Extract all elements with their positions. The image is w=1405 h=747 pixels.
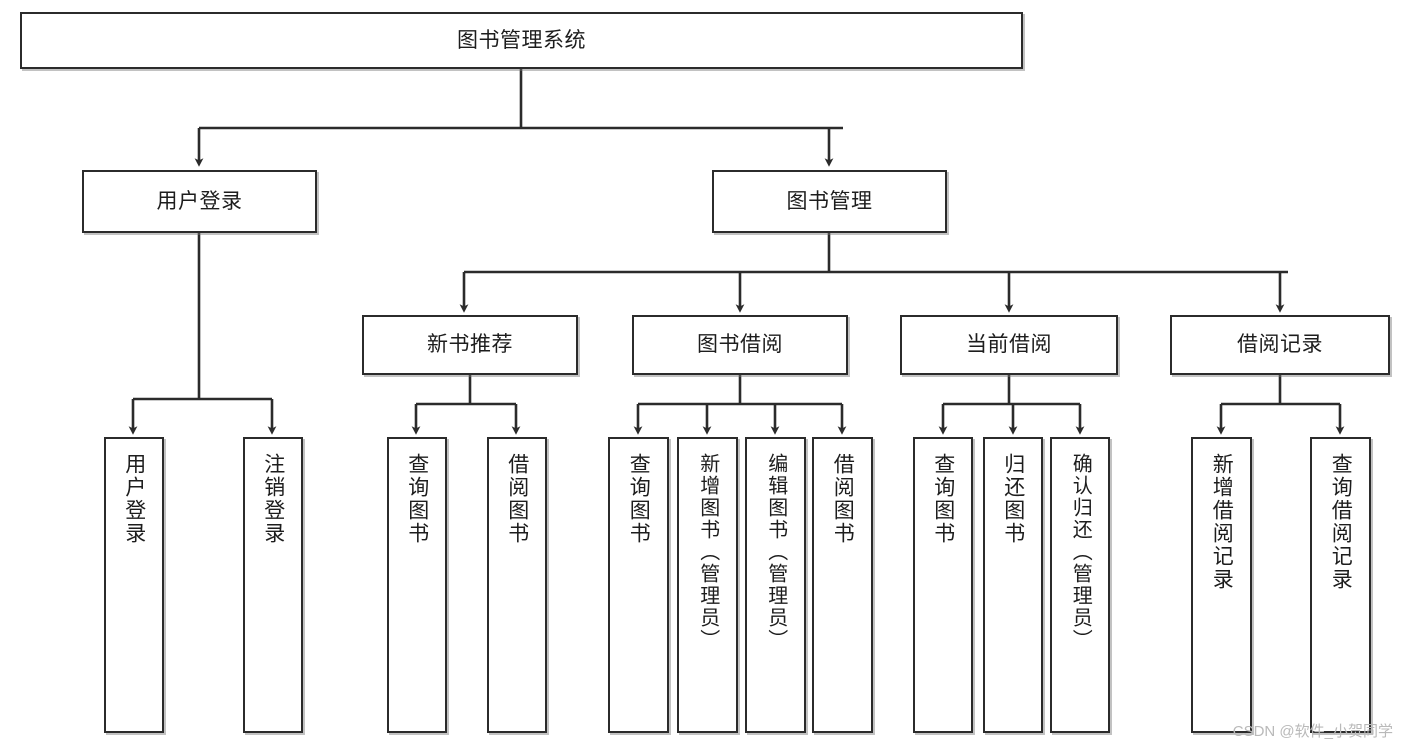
leaf-confirm-return-label: 确认归还（管理员） xyxy=(1069,453,1092,651)
watermark: CSDN @软件_小贺同学 xyxy=(1232,723,1393,740)
leaf-add-book-label: 新增图书（管理员） xyxy=(696,453,719,651)
leaf-edit-book-label: 编辑图书（管理员） xyxy=(764,453,787,651)
node-borrow-record[interactable]: 借阅记录 xyxy=(1170,315,1390,375)
leaf-add-record-label: 新增借阅记录 xyxy=(1210,453,1234,591)
leaf-query-book-1[interactable]: 查询图书 xyxy=(387,437,447,733)
leaf-borrow-book-2-label: 借阅图书 xyxy=(831,453,855,545)
leaf-query-record[interactable]: 查询借阅记录 xyxy=(1310,437,1371,733)
leaf-borrow-book-1-label: 借阅图书 xyxy=(505,453,529,545)
leaf-query-book-2-label: 查询图书 xyxy=(627,453,651,545)
leaf-edit-book[interactable]: 编辑图书（管理员） xyxy=(745,437,806,733)
leaf-query-book-3-label: 查询图书 xyxy=(931,453,955,545)
leaf-return-book-label: 归还图书 xyxy=(1001,453,1025,545)
node-new-book-recommend[interactable]: 新书推荐 xyxy=(362,315,578,375)
leaf-user-logout-label: 注销登录 xyxy=(261,453,285,545)
leaf-query-book-1-label: 查询图书 xyxy=(405,453,429,545)
node-user-login-label: 用户登录 xyxy=(156,189,243,213)
node-book-manage[interactable]: 图书管理 xyxy=(712,170,947,233)
node-borrow-record-label: 借阅记录 xyxy=(1237,333,1323,357)
node-root-system[interactable]: 图书管理系统 xyxy=(20,12,1023,69)
leaf-user-login-label: 用户登录 xyxy=(122,453,146,545)
node-book-manage-label: 图书管理 xyxy=(786,189,873,213)
leaf-user-login[interactable]: 用户登录 xyxy=(104,437,164,733)
leaf-query-book-2[interactable]: 查询图书 xyxy=(608,437,669,733)
node-user-login[interactable]: 用户登录 xyxy=(82,170,317,233)
leaf-query-book-3[interactable]: 查询图书 xyxy=(913,437,973,733)
leaf-query-record-label: 查询借阅记录 xyxy=(1329,453,1353,591)
node-root-system-label: 图书管理系统 xyxy=(457,28,586,52)
leaf-add-record[interactable]: 新增借阅记录 xyxy=(1191,437,1252,733)
node-current-borrow-label: 当前借阅 xyxy=(966,333,1052,357)
leaf-add-book[interactable]: 新增图书（管理员） xyxy=(677,437,738,733)
node-new-book-recommend-label: 新书推荐 xyxy=(427,333,513,357)
node-book-borrow-label: 图书借阅 xyxy=(697,333,783,357)
leaf-borrow-book-2[interactable]: 借阅图书 xyxy=(812,437,873,733)
leaf-confirm-return[interactable]: 确认归还（管理员） xyxy=(1050,437,1110,733)
leaf-return-book[interactable]: 归还图书 xyxy=(983,437,1043,733)
node-current-borrow[interactable]: 当前借阅 xyxy=(900,315,1118,375)
node-book-borrow[interactable]: 图书借阅 xyxy=(632,315,848,375)
leaf-borrow-book-1[interactable]: 借阅图书 xyxy=(487,437,547,733)
leaf-user-logout[interactable]: 注销登录 xyxy=(243,437,303,733)
